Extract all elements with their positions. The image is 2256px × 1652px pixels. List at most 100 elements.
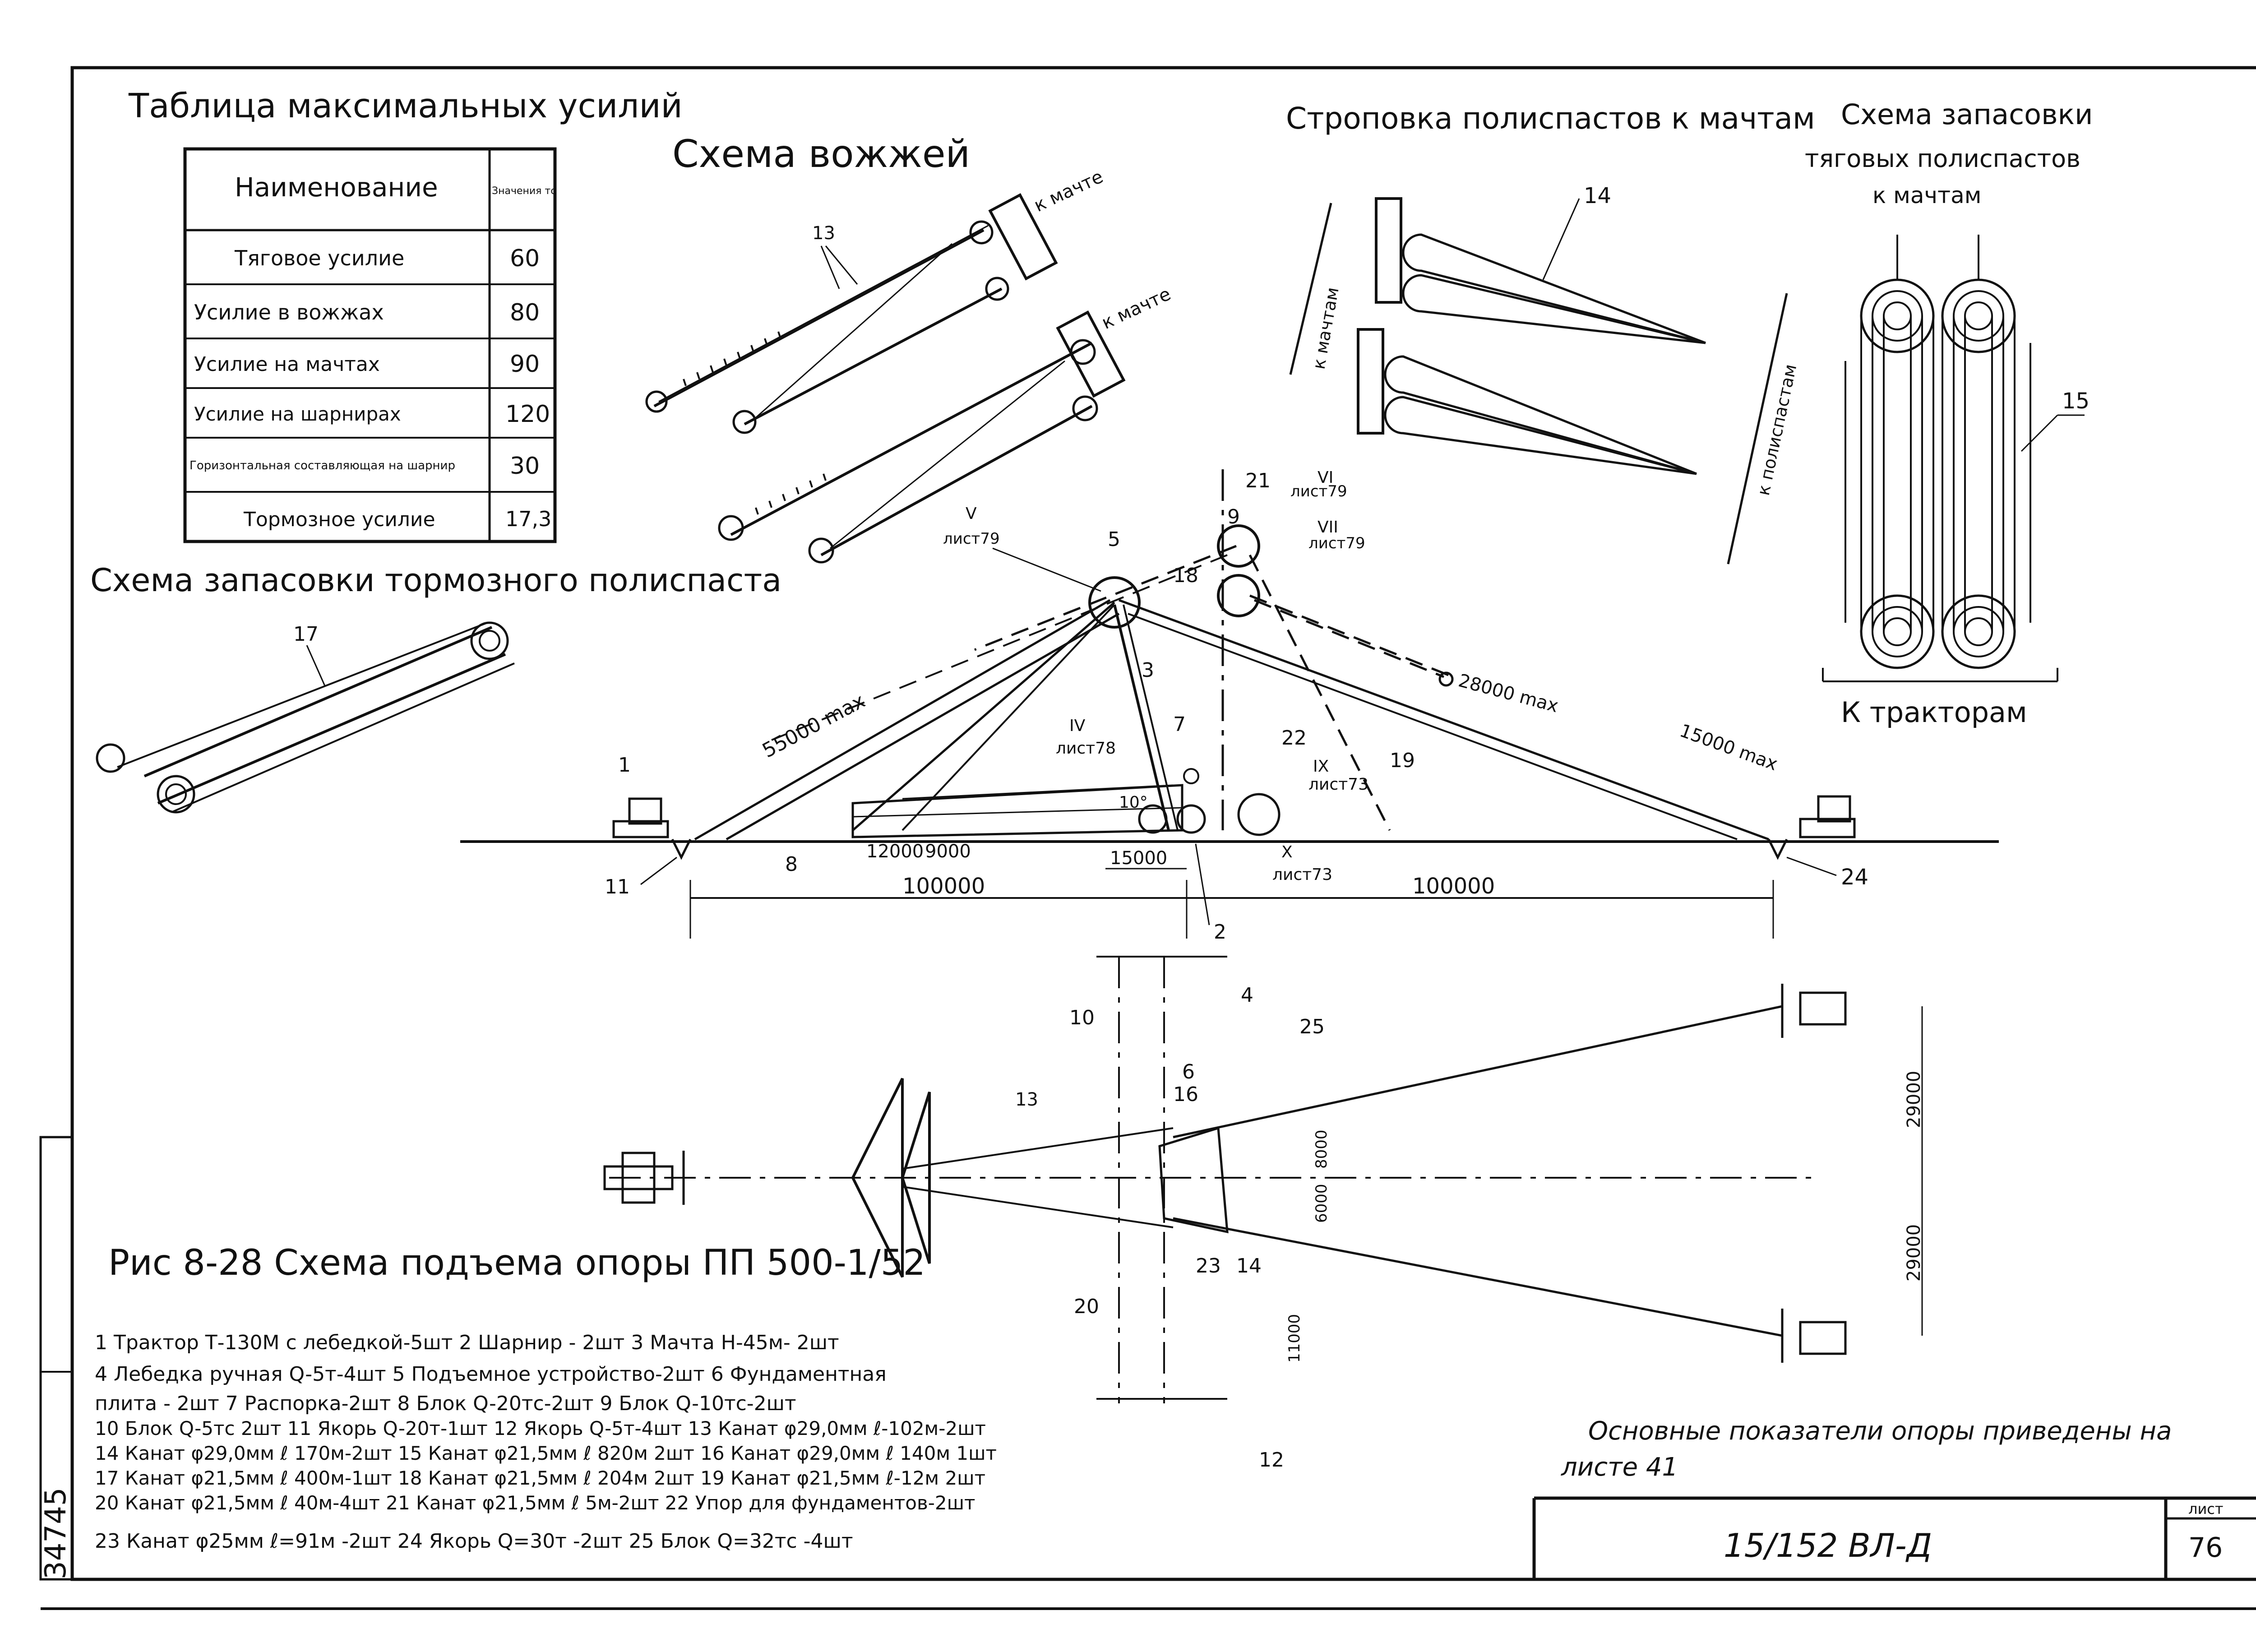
table-row-name: Горизонтальная составляющая на шарнир	[190, 459, 455, 472]
angle-label: 10°	[1119, 793, 1148, 812]
document-code: 15/152 ВЛ-Д	[1724, 1527, 1932, 1564]
callout-number: 7	[1173, 713, 1186, 736]
table-row-value: 120	[505, 401, 550, 428]
dimension-label: 8000	[1313, 1129, 1331, 1169]
dimension-label: 28000 max	[1456, 670, 1560, 717]
table-row-value: 80	[510, 299, 540, 326]
title-block: 15/152 ВЛ-Д лист 76	[1532, 1496, 2256, 1579]
callout-number: 1	[618, 754, 631, 777]
to-masts-label: к мачтам	[1309, 286, 1343, 370]
callout-number: 8	[785, 853, 798, 876]
sheet-ref: лист73	[1308, 775, 1368, 794]
table-row-name: Тяговое усилие	[234, 246, 404, 270]
erection-elevation: 100000 100000 1 11 24 5 V лист79 21	[460, 468, 1999, 944]
sheet-ref: лист73	[1272, 865, 1332, 884]
callout-number: 3	[1142, 659, 1154, 682]
table-row-value: 60	[510, 245, 540, 272]
to-mast-label: к мачте	[1031, 166, 1106, 216]
table-row-name: Усилие на мачтах	[194, 353, 380, 376]
reins-scheme: Схема вожжей к мачте к мачте 13	[645, 132, 1174, 564]
sheet-ref: VI	[1318, 468, 1333, 487]
sheet-ref: лист79	[1308, 534, 1365, 552]
figure-caption: Рис 8-28 Схема подъема опоры ПП 500-1/52…	[95, 1243, 997, 1553]
archive-number: 34745	[39, 1487, 73, 1579]
forces-table-title: Таблица максимальных усилий	[128, 87, 683, 125]
table-header-name: Наименование	[235, 172, 438, 203]
to-mast-label: к мачте	[1099, 283, 1174, 333]
reeving-heading: к мачтам	[1872, 182, 1981, 208]
sheet-ref: лист79	[943, 530, 1000, 548]
dimension-label: 15000	[1110, 848, 1167, 869]
callout-number: 11	[605, 875, 630, 898]
dimension-label: 29000	[1904, 1224, 1924, 1282]
callout-number: 13	[1015, 1089, 1038, 1110]
archive-strip: 34745	[39, 1136, 74, 1581]
note-line: Основные показатели опоры приведены на	[1588, 1416, 2172, 1446]
dimension-label: 15000 max	[1677, 720, 1780, 775]
dimension-label: 100000	[902, 874, 985, 899]
sheet-ref: X	[1281, 843, 1293, 861]
note: Основные показатели опоры приведены на л…	[1561, 1416, 2172, 1482]
callout-number: 5	[1108, 528, 1120, 551]
figure-title: Рис 8-28 Схема подъема опоры ПП 500-1/52	[108, 1243, 925, 1283]
sheet-ref: V	[966, 504, 977, 523]
callout-number: 20	[1074, 1295, 1099, 1318]
callout-number: 16	[1173, 1083, 1198, 1106]
sheet-ref: IV	[1069, 717, 1086, 735]
callout-number: 22	[1281, 727, 1307, 750]
forces-table: Таблица максимальных усилий Наименование…	[128, 87, 683, 543]
dimension-label: 55000 max	[758, 689, 869, 762]
callout-number: 19	[1390, 749, 1415, 772]
sheet-ref: лист78	[1056, 739, 1116, 758]
callout-number: 15	[2062, 389, 2090, 414]
table-row-name: Тормозное усилие	[243, 508, 435, 531]
callout-number: 17	[293, 623, 319, 646]
callout-number: 25	[1299, 1015, 1325, 1038]
sheet-ref: VII	[1318, 518, 1338, 537]
legend-line: 10 Блок Q-5тс 2шт 11 Якорь Q-20т-1шт 12 …	[95, 1417, 986, 1439]
slinging-heading: Строповка полиспастов к мачтам	[1286, 101, 1815, 136]
table-row-name: Усилие на шарнирах	[194, 403, 401, 425]
dimension-label: 12000	[866, 841, 924, 862]
sheet-ref: лист79	[1290, 482, 1347, 500]
table-header-value: Значения тс	[492, 185, 556, 197]
reeving-heading: Схема запасовки	[1841, 98, 2093, 131]
to-blocks-label: к полиспастам	[1753, 362, 1801, 497]
callout-number: 18	[1173, 564, 1198, 587]
callout-number: 4	[1241, 984, 1253, 1007]
reeving-traction-scheme: Схема запасовки тяговых полиспастов к ма…	[1805, 98, 2093, 729]
reins-heading: Схема вожжей	[672, 132, 970, 176]
legend-line: 4 Лебедка ручная Q-5т-4шт 5 Подъемное ус…	[95, 1363, 887, 1386]
dimension-label: 11000	[1285, 1314, 1304, 1363]
legend-line: 1 Трактор Т-130М с лебедкой-5шт 2 Шарнир…	[95, 1331, 839, 1354]
legend-line: 14 Канат φ29,0мм ℓ 170м-2шт 15 Канат φ21…	[95, 1442, 997, 1464]
callout-number: 14	[1584, 183, 1611, 208]
callout-number: 12	[1259, 1448, 1284, 1472]
table-row-value: 17,3	[505, 507, 551, 531]
dimension-label: 9000	[925, 841, 971, 862]
to-tractors-label: К тракторам	[1841, 696, 2027, 729]
brake-reeving-heading: Схема запасовки тормозного полиспаста	[90, 562, 781, 599]
sheet-ref: IX	[1313, 757, 1329, 776]
sheet-number: 76	[2188, 1532, 2223, 1564]
callout-number: 2	[1214, 921, 1226, 944]
tension-marks	[683, 331, 827, 515]
table-row-value: 90	[510, 351, 540, 378]
drawing-frame	[41, 66, 2256, 1610]
dimension-label: 6000	[1313, 1184, 1331, 1223]
table-row-value: 30	[510, 453, 540, 480]
slinging-scheme: Строповка полиспастов к мачтам к мачтам …	[1286, 101, 1815, 565]
legend-line: 23 Канат φ25мм ℓ=91м -2шт 24 Якорь Q=30т…	[95, 1530, 853, 1553]
legend-line: 20 Канат φ21,5мм ℓ 40м-4шт 21 Канат φ21,…	[95, 1492, 975, 1514]
callout-number: 24	[1841, 865, 1868, 890]
note-line: листе 41	[1561, 1453, 1678, 1482]
table-row-name: Усилие в вожжах	[194, 300, 384, 324]
legend-line: плита - 2шт 7 Распорка-2шт 8 Блок Q-20тс…	[95, 1392, 796, 1415]
callout-number: 6	[1182, 1060, 1195, 1083]
dimension-label: 29000	[1904, 1071, 1924, 1128]
callout-number: 21	[1245, 469, 1271, 492]
sheet-label: лист	[2188, 1500, 2223, 1518]
reeving-heading: тяговых полиспастов	[1805, 144, 2080, 173]
dimension-label: 100000	[1412, 874, 1495, 899]
